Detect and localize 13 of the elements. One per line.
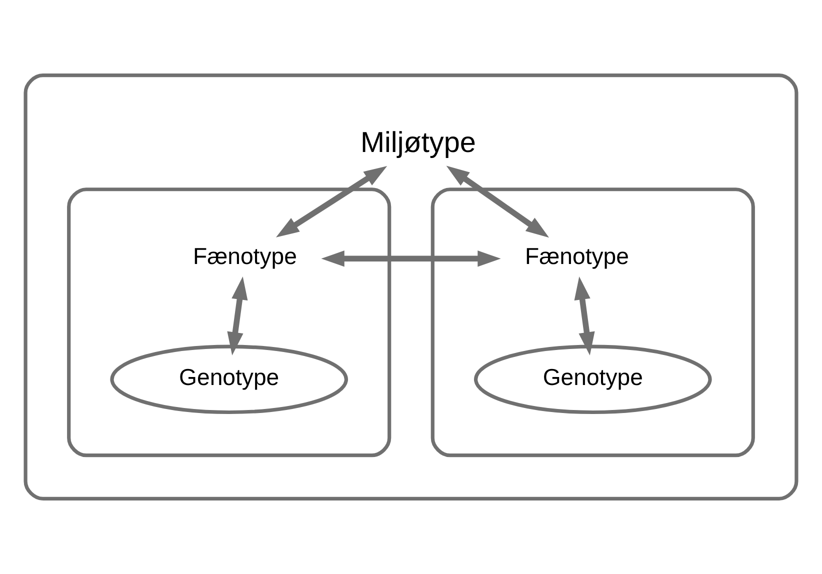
node-text: Fænotype bbox=[525, 243, 629, 270]
arrow bbox=[446, 166, 550, 238]
cluster bbox=[430, 188, 755, 458]
node-text: Miljøtype bbox=[360, 126, 476, 159]
node-ellipse: Genotype bbox=[110, 344, 348, 414]
cluster bbox=[24, 74, 798, 500]
cluster bbox=[67, 188, 392, 458]
arrow bbox=[227, 276, 248, 356]
arrow bbox=[321, 250, 501, 267]
arrow bbox=[574, 276, 595, 356]
node-ellipse: Genotype bbox=[474, 344, 712, 414]
node-text: Fænotype bbox=[193, 243, 297, 270]
arrow bbox=[276, 166, 388, 238]
